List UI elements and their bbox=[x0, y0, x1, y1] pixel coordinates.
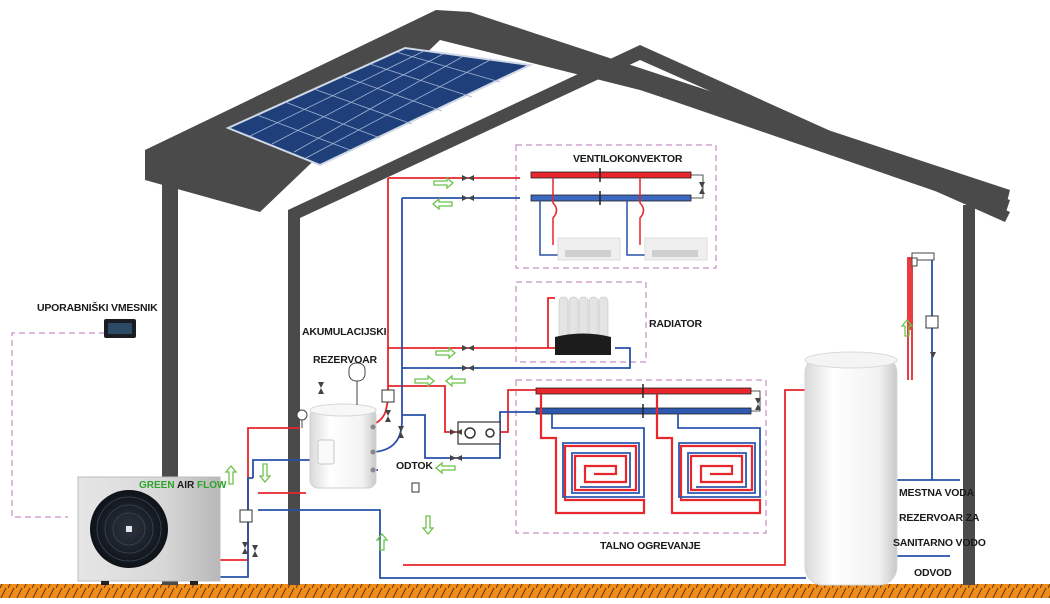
brand-word-green: GREEN bbox=[139, 480, 175, 491]
valves bbox=[242, 175, 936, 557]
heat-pump-brand: GREEN AIR FLOW bbox=[139, 480, 226, 491]
pressure-gauge bbox=[296, 409, 308, 428]
floor-heating-zone bbox=[515, 379, 767, 534]
controller-cable bbox=[11, 332, 105, 518]
tap bbox=[911, 252, 935, 267]
expansion-vessel bbox=[348, 362, 366, 405]
dhw-tank-label-line1: REZERVOAR ZA bbox=[899, 512, 980, 524]
fan-coil-unit-1 bbox=[557, 237, 621, 261]
solar-panel bbox=[225, 46, 534, 167]
radiator-label: RADIATOR bbox=[649, 318, 702, 330]
user-interface-controller[interactable] bbox=[104, 319, 136, 338]
fan-coil-zone bbox=[515, 144, 717, 269]
fan-coil-manifold bbox=[530, 168, 704, 256]
buffer-tank-label-line1: AKUMULACIJSKI bbox=[302, 326, 387, 338]
fan-coil-label: VENTILOKONVEKTOR bbox=[573, 153, 683, 165]
floor-loop-1 bbox=[539, 394, 646, 515]
city-water-label: MESTNA VODA bbox=[899, 487, 974, 499]
floor-heating-label: TALNO OGREVANJE bbox=[600, 540, 701, 552]
brand-word-flow: FLOW bbox=[197, 480, 227, 491]
drain-dhw-label: ODVOD bbox=[914, 567, 952, 579]
house-right-wall bbox=[963, 205, 975, 585]
radiator bbox=[555, 296, 611, 355]
floor-heating-manifold bbox=[535, 384, 761, 418]
ground bbox=[0, 584, 1050, 598]
drain-buffer-label: ODTOK bbox=[396, 460, 433, 472]
roof-slab bbox=[145, 10, 1010, 212]
heat-pump-circulator bbox=[239, 509, 253, 523]
floor-loop-2 bbox=[655, 394, 762, 515]
dhw-tank bbox=[804, 351, 898, 586]
dhw-pump bbox=[925, 315, 939, 329]
sensor bbox=[411, 482, 420, 493]
user-interface-label: UPORABNIŠKI VMESNIK bbox=[37, 302, 158, 314]
buffer-tank bbox=[309, 403, 377, 489]
heat-pump bbox=[77, 476, 221, 585]
dhw-tank-label-line2: SANITARNO VODO bbox=[893, 537, 986, 549]
flow-arrows bbox=[224, 176, 914, 551]
fan-coil-unit-2 bbox=[644, 237, 708, 261]
radiator-zone bbox=[515, 281, 647, 363]
buffer-tank-label-line2: REZERVOAR bbox=[313, 354, 377, 366]
brand-word-air: AIR bbox=[176, 480, 195, 491]
mixing-station bbox=[457, 421, 501, 445]
house-left-wall bbox=[170, 170, 178, 585]
buffer-pump bbox=[381, 389, 395, 403]
